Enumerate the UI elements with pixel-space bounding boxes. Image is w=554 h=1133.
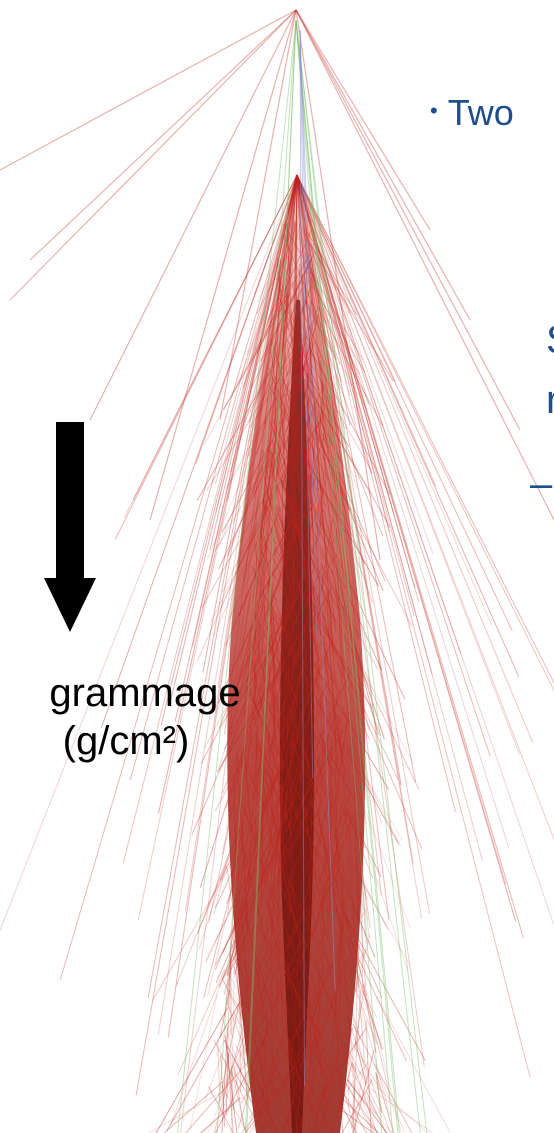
grammage-label: grammage xyxy=(0,670,295,716)
arrow-shaft xyxy=(56,422,84,582)
grammage-unit-label: (g/cm²) xyxy=(0,718,276,764)
arrow-head xyxy=(44,578,96,632)
